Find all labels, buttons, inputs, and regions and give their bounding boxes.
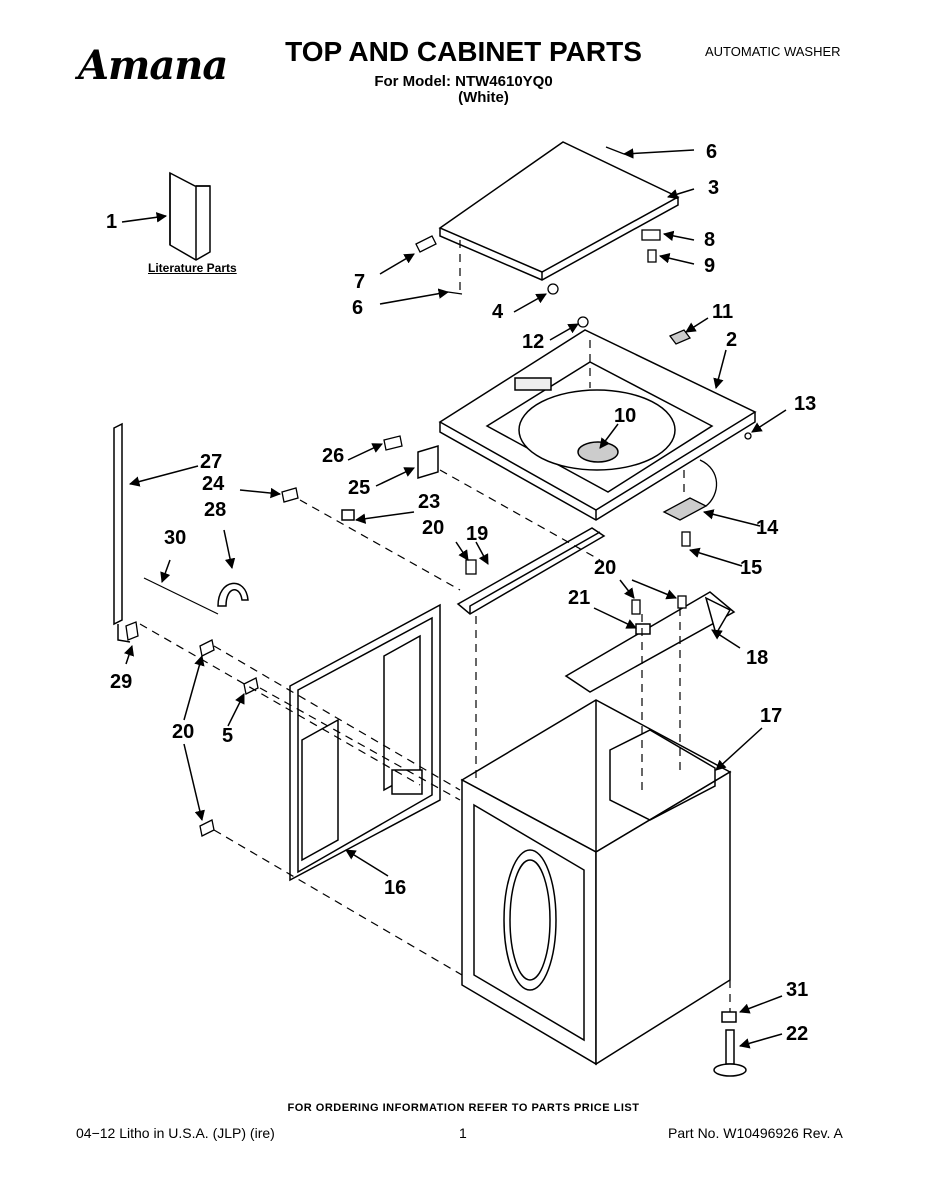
callout-15: 15	[740, 557, 763, 579]
callout-8: 8	[704, 229, 716, 251]
callout-30: 30	[164, 527, 187, 549]
callout-31: 31	[786, 979, 809, 1001]
callout-6-top: 6	[706, 141, 718, 163]
assembly-lines	[139, 240, 731, 1012]
brand-logo: Amana	[78, 42, 228, 89]
rear-brace	[564, 591, 736, 693]
callout-14: 14	[756, 517, 779, 539]
top-panel	[438, 329, 757, 521]
callout-24: 24	[202, 473, 225, 495]
callout-3: 3	[708, 177, 720, 199]
model-color: (White)	[458, 89, 509, 106]
callout-4: 4	[492, 301, 504, 323]
litho-info: 04−12 Litho in U.S.A. (JLP) (ire)	[76, 1125, 275, 1141]
callout-29: 29	[110, 671, 133, 693]
callout-26: 26	[322, 445, 345, 467]
callout-2: 2	[726, 329, 738, 351]
callout-11: 11	[712, 301, 734, 323]
callout-16: 16	[384, 877, 407, 899]
callout-20-rear: 20	[594, 557, 617, 579]
callout-27: 27	[200, 451, 223, 473]
switch-assembly	[577, 316, 752, 547]
callout-21: 21	[568, 587, 591, 609]
rear-panel	[289, 603, 441, 882]
callout-19: 19	[466, 523, 489, 545]
hose-guide	[217, 582, 249, 607]
callout-13: 13	[794, 393, 817, 415]
leveling-leg	[713, 1011, 747, 1077]
callout-7: 7	[354, 271, 366, 293]
page-number: 1	[459, 1125, 467, 1141]
callout-20-panel: 20	[172, 721, 195, 743]
ordering-note: FOR ORDERING INFORMATION REFER TO PARTS …	[287, 1102, 640, 1114]
callout-12: 12	[522, 331, 545, 353]
callout-10: 10	[614, 405, 637, 427]
callout-20-brace: 20	[422, 517, 445, 539]
callout-5: 5	[222, 725, 234, 747]
callout-17: 17	[760, 705, 783, 727]
callout-23: 23	[418, 491, 441, 513]
part-number: Part No. W10496926 Rev. A	[668, 1125, 843, 1141]
product-type: AUTOMATIC WASHER	[705, 44, 841, 59]
cabinet	[460, 699, 732, 1066]
callout-25: 25	[348, 477, 371, 499]
hinge-parts	[415, 146, 661, 295]
callout-18: 18	[746, 647, 769, 669]
leader-arrows	[121, 148, 787, 1049]
literature-parts-label: Literature Parts	[148, 261, 237, 275]
top-lid	[438, 141, 680, 281]
cable-tie	[143, 577, 219, 615]
screws	[125, 435, 687, 837]
literature-book	[169, 171, 211, 261]
callout-22: 22	[786, 1023, 809, 1045]
callout-1: 1	[106, 211, 118, 233]
front-brace	[341, 444, 606, 615]
callout-6-bottom: 6	[352, 297, 364, 319]
drain-hose	[113, 422, 131, 643]
page-title: TOP AND CABINET PARTS	[285, 36, 642, 67]
callout-28: 28	[204, 499, 227, 521]
model-line: For Model: NTW4610YQ0	[374, 73, 553, 90]
callout-9: 9	[704, 255, 716, 277]
